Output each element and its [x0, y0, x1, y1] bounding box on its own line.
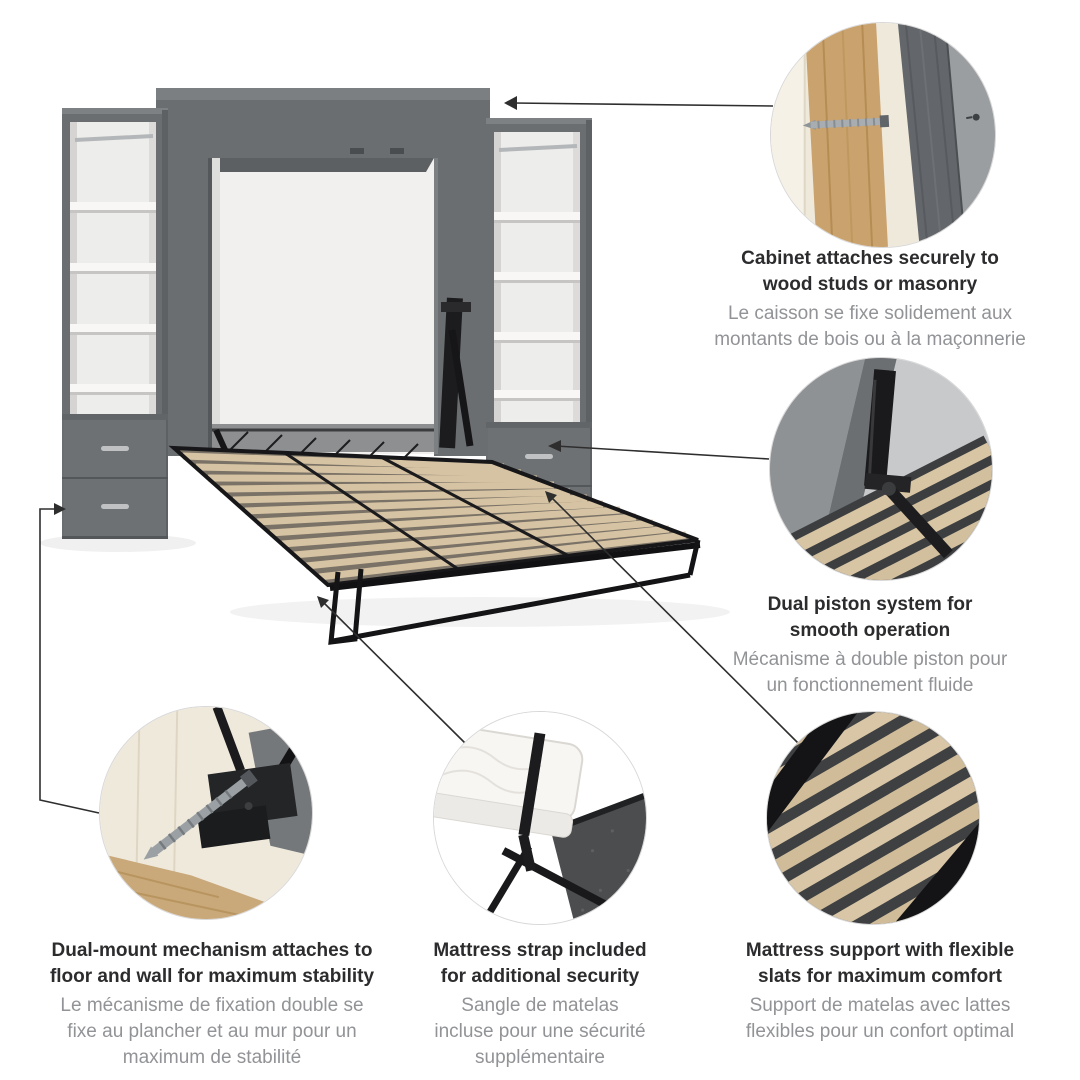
dual-mount-detail-image — [100, 707, 312, 919]
strap — [518, 732, 546, 836]
dual-piston-detail-image — [770, 358, 992, 580]
callout-circle-dual-piston — [769, 357, 993, 581]
wood-stud — [804, 23, 888, 247]
arrowhead-icon — [504, 96, 517, 110]
wall-cabinet — [156, 88, 490, 456]
strap-end — [518, 833, 536, 872]
leader-lines — [39, 96, 800, 814]
feature-flexible-slats: Mattress support with flexible slats for… — [700, 938, 1060, 1045]
callout-circle-dual-mount — [99, 706, 313, 920]
leader-dual-piston — [548, 440, 770, 460]
storage-tower-left — [62, 108, 168, 539]
leader-cabinet-mount — [504, 96, 774, 110]
mattress-strap-detail-image — [434, 712, 646, 924]
closet-rod — [74, 134, 154, 142]
feature-title-fr: Le mécanisme de fixation double se fixe … — [60, 995, 364, 1068]
frame-rod — [212, 707, 245, 772]
feature-title-en: Mattress strap included for additional s… — [433, 940, 647, 987]
lift-mechanism — [213, 297, 474, 454]
bed-slats — [182, 452, 687, 581]
feature-dual-piston: Dual piston system for smooth operation … — [690, 592, 1050, 699]
mount-bracket — [197, 762, 298, 849]
feature-title-en: Dual-mount mechanism attaches to floor a… — [49, 940, 375, 987]
feature-cabinet-mount: Cabinet attaches securely to wood studs … — [690, 246, 1050, 353]
piston-mechanism — [864, 369, 953, 559]
drawer-handle — [525, 454, 553, 459]
arrowhead-icon — [545, 491, 557, 503]
leader-mattress-strap — [317, 596, 467, 745]
leader-flexible-slats — [545, 491, 800, 745]
feature-title-en: Dual piston system for smooth operation — [767, 594, 973, 641]
feature-title-fr: Sangle de matelas incluse pour une sécur… — [434, 995, 646, 1068]
callout-circle-mattress-strap — [433, 711, 647, 925]
drawer-handle — [101, 446, 129, 451]
mattress — [434, 716, 584, 838]
feature-title-en: Cabinet attaches securely to wood studs … — [741, 248, 999, 295]
closet-rod — [498, 144, 578, 152]
lag-screw — [802, 115, 890, 130]
callout-circle-flexible-slats — [766, 711, 980, 925]
feature-mattress-strap: Mattress strap included for additional s… — [390, 938, 690, 1071]
arrowhead-icon — [54, 503, 66, 515]
feature-title-en: Mattress support with flexible slats for… — [745, 940, 1015, 987]
feature-dual-mount: Dual-mount mechanism attaches to floor a… — [22, 938, 402, 1071]
feature-title-fr: Support de matelas avec lattes flexibles… — [745, 995, 1015, 1042]
feature-title-fr: Le caisson se fixe solidement aux montan… — [714, 303, 1026, 350]
arrowhead-icon — [317, 596, 329, 608]
cabinet-mount-detail-image — [771, 23, 995, 247]
flexible-slats-detail-image — [767, 712, 979, 924]
drawer-handle — [101, 504, 129, 509]
bed-legs — [328, 539, 701, 645]
leader-dual-mount — [39, 503, 100, 814]
callout-circle-cabinet-mount — [770, 22, 996, 248]
screw-head-icon — [972, 113, 980, 121]
arrowhead-icon — [548, 440, 561, 452]
frame-bar — [484, 844, 533, 918]
frame-rail — [767, 712, 859, 833]
bed-deck — [168, 445, 701, 645]
anchor-screw — [143, 769, 258, 860]
feature-title-fr: Mécanisme à double piston pour un foncti… — [732, 649, 1008, 696]
